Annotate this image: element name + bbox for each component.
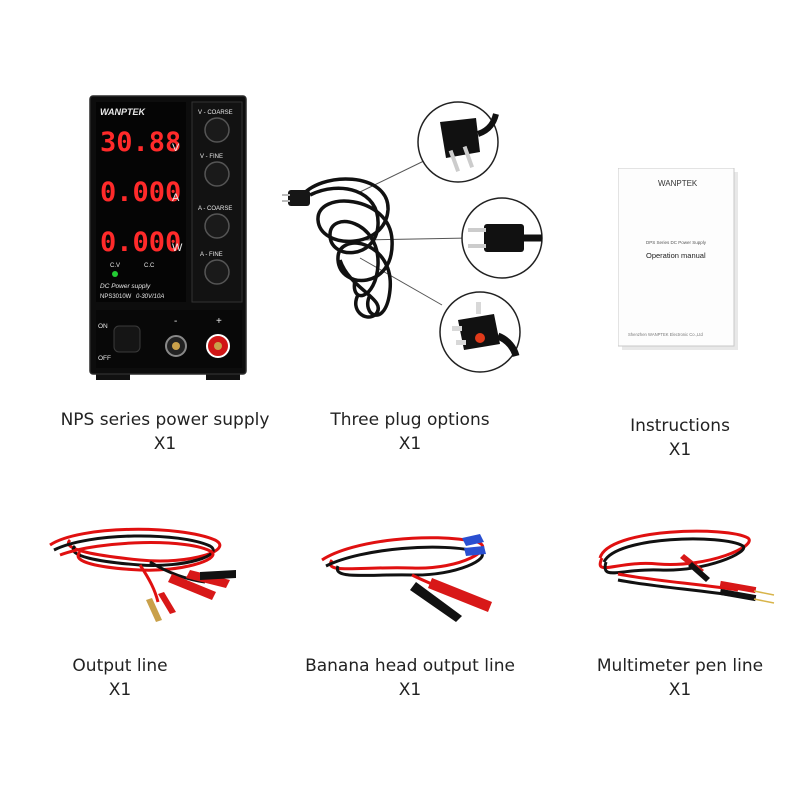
caption-text: Instructions (630, 416, 730, 436)
uk-plug-cable (496, 332, 520, 358)
cord-plug-pin-1 (282, 194, 290, 196)
pointer-line-3 (359, 257, 443, 306)
v-fine-knob (204, 161, 230, 187)
red-clip-2 (168, 574, 216, 600)
current-readout: 0.000 (100, 177, 181, 208)
caption-power-supply: NPS series power supply X1 (30, 408, 300, 456)
caption-qty: X1 (398, 434, 422, 454)
caption-qty: X1 (398, 680, 422, 700)
manual-cover (618, 168, 735, 347)
model-label: NPS3010W (100, 294, 132, 300)
caption-qty: X1 (153, 434, 177, 454)
product-label: DC Power supply (100, 283, 151, 290)
caption-text: Three plug options (330, 410, 490, 430)
pointer-line-1 (359, 157, 431, 193)
uk-plug-pin-3 (476, 302, 481, 314)
power-readout: 0.000 (100, 227, 181, 258)
banana-plug-1 (146, 598, 162, 622)
caption-output-line: Output line X1 (50, 654, 190, 702)
cc-label: C.C (144, 263, 155, 269)
negative-terminal-post (172, 342, 180, 350)
cord-plug-pin-2 (282, 200, 290, 202)
eu-plug-pin-2 (462, 145, 474, 168)
caption-text: Output line (72, 656, 168, 676)
caption-text: Multimeter pen line (596, 656, 764, 676)
device-brand: WANPTEK (100, 107, 147, 117)
caption-multimeter-line: Multimeter pen line X1 (585, 654, 775, 702)
black-clip (200, 570, 236, 580)
probe-black (719, 588, 757, 602)
manual-footer: Shenzhen WANPTEK Electronic Co.,Ltd (628, 332, 703, 337)
knob-label-2: V - FINE (200, 154, 223, 160)
eu-plug-cable (476, 113, 499, 137)
power-button (113, 325, 141, 353)
caption-plugs: Three plug options X1 (300, 408, 520, 456)
manual-brand: WANPTEK (658, 179, 698, 188)
banana-plug-2 (158, 592, 176, 614)
red-clip (428, 578, 492, 612)
eu-plug-pin-1 (448, 149, 460, 172)
a-coarse-knob (204, 213, 230, 239)
uk-plug-pin-2 (456, 340, 466, 345)
voltage-readout: 30.88 (100, 127, 181, 158)
power-cord (298, 177, 394, 319)
caption-qty: X1 (668, 440, 692, 460)
caption-banana-line: Banana head output line X1 (300, 654, 520, 702)
black-clip (410, 582, 462, 622)
probe-tip-black (753, 598, 775, 604)
cv-label: C.V (110, 263, 120, 269)
power-unit: W (172, 242, 183, 254)
pointer-line-2 (359, 237, 471, 241)
device-display-panel (96, 102, 186, 302)
uk-plug-pin-1 (452, 326, 462, 331)
off-label: OFF (98, 355, 111, 362)
range-label: 0-30V/10A (136, 294, 164, 300)
cord-plug (288, 190, 310, 206)
device-foot-right (206, 372, 240, 380)
manual-image: WANPTEK DPS Series DC Power Supply Opera… (618, 168, 740, 352)
knob-label-4: A - FINE (200, 252, 223, 258)
plugs-image (280, 100, 550, 380)
cv-led (112, 271, 118, 277)
right-angle-plug-black (688, 562, 710, 582)
uk-plug-body (458, 314, 500, 350)
output-line-cables (49, 527, 222, 603)
caption-qty: X1 (108, 680, 132, 700)
multimeter-line-cables (598, 529, 751, 598)
caption-qty: X1 (668, 680, 692, 700)
caption-text: Banana head output line (305, 656, 515, 676)
banana-line-image (312, 520, 512, 630)
power-supply-image: WANPTEK 30.88 V 0.000 A 0.000 W C.V C.C … (88, 94, 248, 384)
spade-terminal-1 (462, 534, 484, 546)
voltage-unit: V (172, 142, 180, 154)
plus-label: + (216, 316, 222, 327)
caption-manual: Instructions X1 (590, 414, 770, 462)
caption-text: NPS series power supply (60, 410, 270, 430)
on-label: ON (98, 323, 108, 330)
knob-label-1: V - COARSE (198, 110, 233, 116)
current-unit: A (172, 192, 180, 204)
manual-title: Operation manual (646, 251, 706, 260)
probe-red (719, 580, 757, 594)
uk-plug-fuse (475, 333, 485, 343)
us-plug-pin-1 (468, 228, 486, 232)
knob-label-3: A - COARSE (198, 206, 232, 212)
us-plug-body (484, 224, 524, 252)
spade-terminal-2 (464, 546, 486, 556)
positive-terminal-post (214, 342, 222, 350)
probe-tip-red (753, 590, 775, 596)
output-line-image (40, 510, 240, 630)
eu-plug-body (440, 118, 480, 158)
manual-subtitle: DPS Series DC Power Supply (646, 240, 707, 245)
v-coarse-knob (204, 117, 230, 143)
us-plug-pin-2 (468, 244, 486, 248)
device-foot-left (96, 372, 130, 380)
multimeter-line-image (588, 518, 778, 628)
a-fine-knob (204, 259, 230, 285)
minus-label: - (174, 316, 177, 327)
